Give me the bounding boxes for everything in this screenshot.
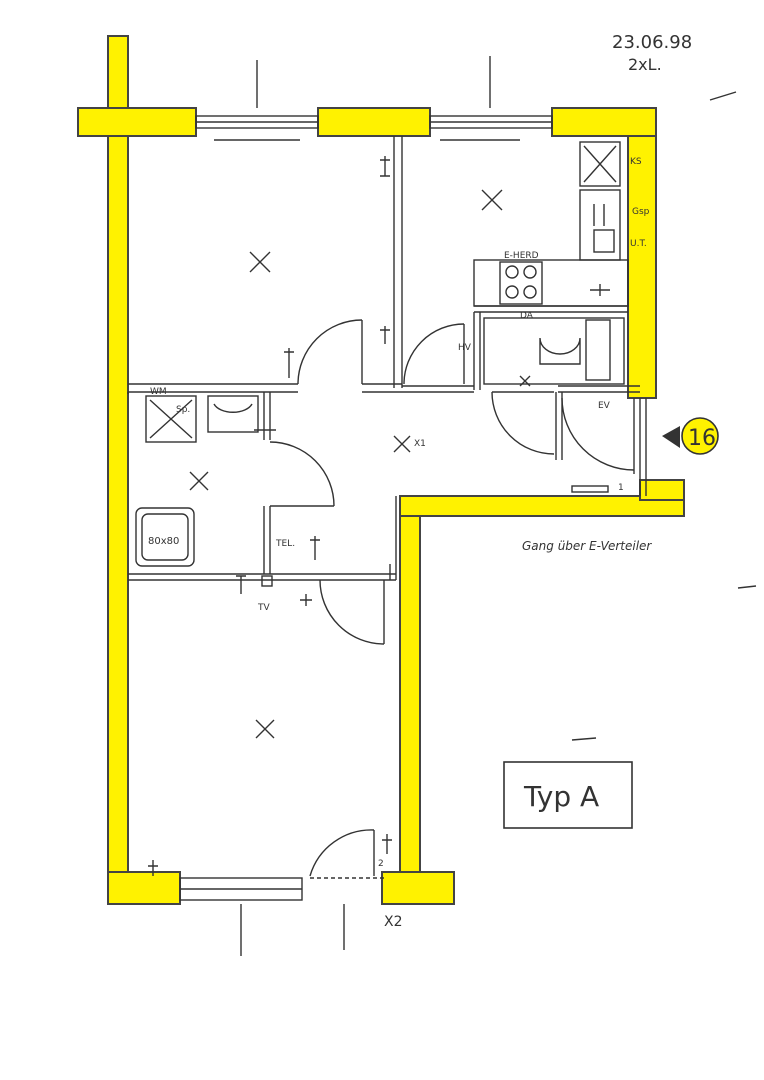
windows xyxy=(179,56,553,956)
room-markers xyxy=(189,189,531,739)
outer-walls xyxy=(77,35,685,905)
variant-label: 2xL. xyxy=(628,55,662,74)
date-label: 23.06.98 xyxy=(612,32,692,53)
electrical-marks xyxy=(148,156,392,876)
tv-label: TV xyxy=(257,603,270,613)
plan-type-box xyxy=(503,761,633,829)
plan-type-label: Typ A xyxy=(523,780,599,813)
unit-badge xyxy=(662,417,719,455)
sp-label: Sp. xyxy=(176,405,190,415)
kitchen-ks-label: KS xyxy=(630,157,642,167)
tel-label: TEL. xyxy=(275,539,295,549)
shower-label: 80x80 xyxy=(148,536,179,547)
bathroom-fixtures xyxy=(135,395,259,567)
wm-label: WM xyxy=(150,387,167,397)
kitchen-gsp-label: Gsp xyxy=(632,207,650,217)
da-label: DA xyxy=(520,311,534,321)
unit-number-label: 16 xyxy=(688,426,716,451)
kitchen-ut-label: U.T. xyxy=(630,239,647,249)
num-2-label: 2 xyxy=(378,859,384,869)
hv-label: HV xyxy=(458,343,472,353)
interior-walls xyxy=(127,136,647,581)
small-bath-fixtures xyxy=(483,317,625,385)
num-1-label: 1 xyxy=(618,483,624,493)
stove-label: E-HERD xyxy=(504,251,539,261)
kitchen-fixtures xyxy=(473,141,629,307)
hall-mark-label: X1 xyxy=(414,439,426,449)
doors xyxy=(269,319,635,879)
ev-label: EV xyxy=(598,401,611,411)
corridor-label: Gang über E-Verteiler xyxy=(522,539,652,553)
entrance-mark-label: X2 xyxy=(384,914,403,930)
